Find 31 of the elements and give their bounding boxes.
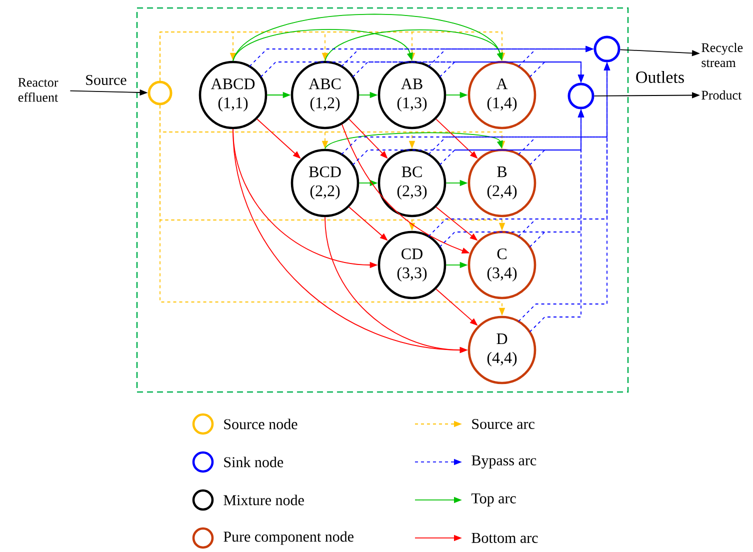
legend-text: Mixture node — [224, 494, 304, 506]
pure-component-node: C (3,4) — [468, 230, 536, 300]
pure-component-node: B (2,4) — [468, 148, 536, 218]
legend-text: Source node — [224, 418, 298, 430]
stream-label: Recycle stream — [702, 42, 743, 68]
outlet-label: Outlets — [636, 71, 684, 83]
arrow — [324, 29, 503, 62]
arrow — [232, 29, 413, 62]
legend-text: Pure component node — [224, 531, 354, 545]
legend-text: Top arc — [471, 493, 516, 506]
mixture-node: BC (2,3) — [378, 148, 446, 218]
arrow — [324, 132, 503, 150]
pure-component-node: A (1,4) — [468, 60, 536, 130]
pure-component-node: D (4,4) — [468, 316, 536, 384]
arrow — [160, 32, 506, 82]
legend-text: Bottom arc — [472, 533, 538, 543]
mixture-node: ABCD (1,1) — [198, 60, 268, 130]
mixture-node: ABC (1,2) — [290, 60, 360, 130]
mixture-node: CD (3,3) — [378, 230, 446, 300]
legend-text: Bypass arc — [472, 455, 536, 468]
stream-label: Product — [702, 90, 742, 100]
mixture-node: BCD (2,2) — [290, 148, 360, 218]
mixture-node: AB (1,3) — [378, 60, 446, 130]
legend-text: Source arc — [472, 418, 534, 430]
node-label: Source — [86, 74, 126, 86]
boundary-box — [136, 7, 629, 393]
sink-node — [568, 82, 594, 110]
arrow — [232, 14, 503, 62]
stream-label: Reactor effluent — [18, 78, 58, 102]
sink-node — [594, 36, 620, 62]
legend-text: Sink node — [224, 456, 284, 468]
